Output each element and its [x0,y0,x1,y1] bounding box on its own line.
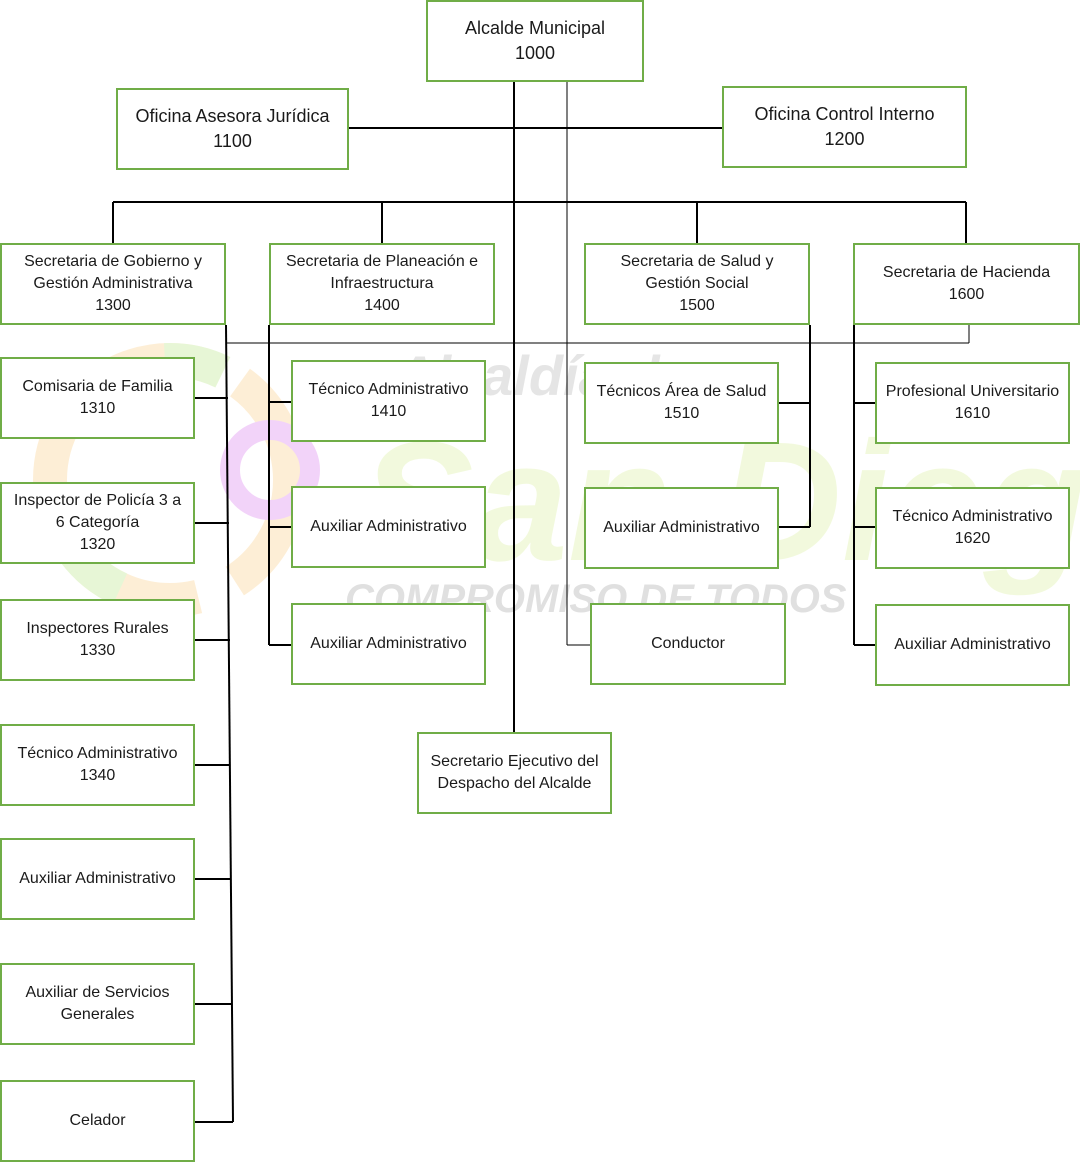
box-secretaria-planeacion: Secretaria de Planeación e Infraestructu… [269,243,495,325]
box-title: Celador [69,1112,126,1129]
box-title: Inspector de Policía 3 a 6 Categoría [13,492,182,531]
box-secretaria-hacienda: Secretaria de Hacienda 1600 [853,243,1080,325]
box-code: 1320 [79,536,116,553]
box-auxiliar-administrativo-gobierno: Auxiliar Administrativo [0,838,195,920]
box-title: Oficina Asesora Jurídica [135,106,330,126]
box-auxiliar-administrativo-planeacion-1: Auxiliar Administrativo [291,486,486,568]
box-tecnico-administrativo-1340: Técnico Administrativo 1340 [0,724,195,806]
box-title: Auxiliar Administrativo [19,870,176,887]
box-auxiliar-administrativo-salud: Auxiliar Administrativo [584,487,779,569]
box-code: 1620 [954,530,991,547]
box-code: 1100 [213,131,252,151]
box-code: 1610 [954,405,991,422]
box-title: Profesional Universitario [885,383,1060,400]
box-title: Inspectores Rurales [26,620,169,637]
box-title: Secretario Ejecutivo del Despacho del Al… [430,753,599,792]
box-conductor: Conductor [590,603,786,685]
box-title: Secretaria de Gobierno y Gestión Adminis… [24,253,202,292]
box-profesional-universitario: Profesional Universitario 1610 [875,362,1070,444]
box-alcalde-municipal: Alcalde Municipal 1000 [426,0,644,82]
box-auxiliar-administrativo-planeacion-2: Auxiliar Administrativo [291,603,486,685]
box-title: Técnicos Área de Salud [596,383,767,400]
box-secretaria-gobierno: Secretaria de Gobierno y Gestión Adminis… [0,243,226,325]
box-code: 1340 [79,767,116,784]
box-inspectores-rurales: Inspectores Rurales 1330 [0,599,195,681]
box-comisaria-familia: Comisaria de Familia 1310 [0,357,195,439]
box-code: 1500 [679,297,715,314]
box-code: 1400 [364,297,400,314]
box-inspector-policia: Inspector de Policía 3 a 6 Categoría 132… [0,482,195,564]
box-title: Técnico Administrativo [892,508,1053,525]
box-title: Comisaria de Familia [22,378,173,395]
box-tecnico-administrativo-1410: Técnico Administrativo 1410 [291,360,486,442]
box-title: Oficina Control Interno [754,104,935,124]
box-auxiliar-administrativo-hacienda: Auxiliar Administrativo [875,604,1070,686]
box-code: 1600 [948,286,985,303]
box-code: 1410 [370,403,407,420]
box-code: 1310 [79,400,116,417]
box-title: Alcalde Municipal [464,18,606,38]
box-tecnico-administrativo-1620: Técnico Administrativo 1620 [875,487,1070,569]
box-code: 1200 [824,129,865,149]
box-title: Auxiliar de Servicios Generales [25,984,170,1023]
box-code: 1000 [514,43,556,63]
box-title: Secretaria de Salud y Gestión Social [620,253,774,292]
box-oficina-control-interno: Oficina Control Interno 1200 [722,86,967,168]
box-tecnicos-area-salud: Técnicos Área de Salud 1510 [584,362,779,444]
box-title: Secretaria de Planeación e Infraestructu… [285,253,479,292]
box-code: 1510 [663,405,700,422]
box-oficina-asesora-juridica: Oficina Asesora Jurídica 1100 [116,88,349,170]
box-title: Técnico Administrativo [308,381,469,398]
box-code: 1300 [95,297,131,314]
box-title: Auxiliar Administrativo [894,636,1051,653]
box-code: 1330 [79,642,116,659]
box-celador: Celador [0,1080,195,1162]
box-secretaria-salud: Secretaria de Salud y Gestión Social 150… [584,243,810,325]
box-title: Auxiliar Administrativo [603,519,760,536]
box-title: Técnico Administrativo [17,745,178,762]
box-secretario-ejecutivo-despacho: Secretario Ejecutivo del Despacho del Al… [417,732,612,814]
box-title: Auxiliar Administrativo [310,635,467,652]
box-title: Conductor [651,635,725,652]
connector [225,324,234,1123]
box-title: Secretaria de Hacienda [882,264,1051,281]
box-title: Auxiliar Administrativo [310,518,467,535]
box-auxiliar-servicios-generales: Auxiliar de Servicios Generales [0,963,195,1045]
